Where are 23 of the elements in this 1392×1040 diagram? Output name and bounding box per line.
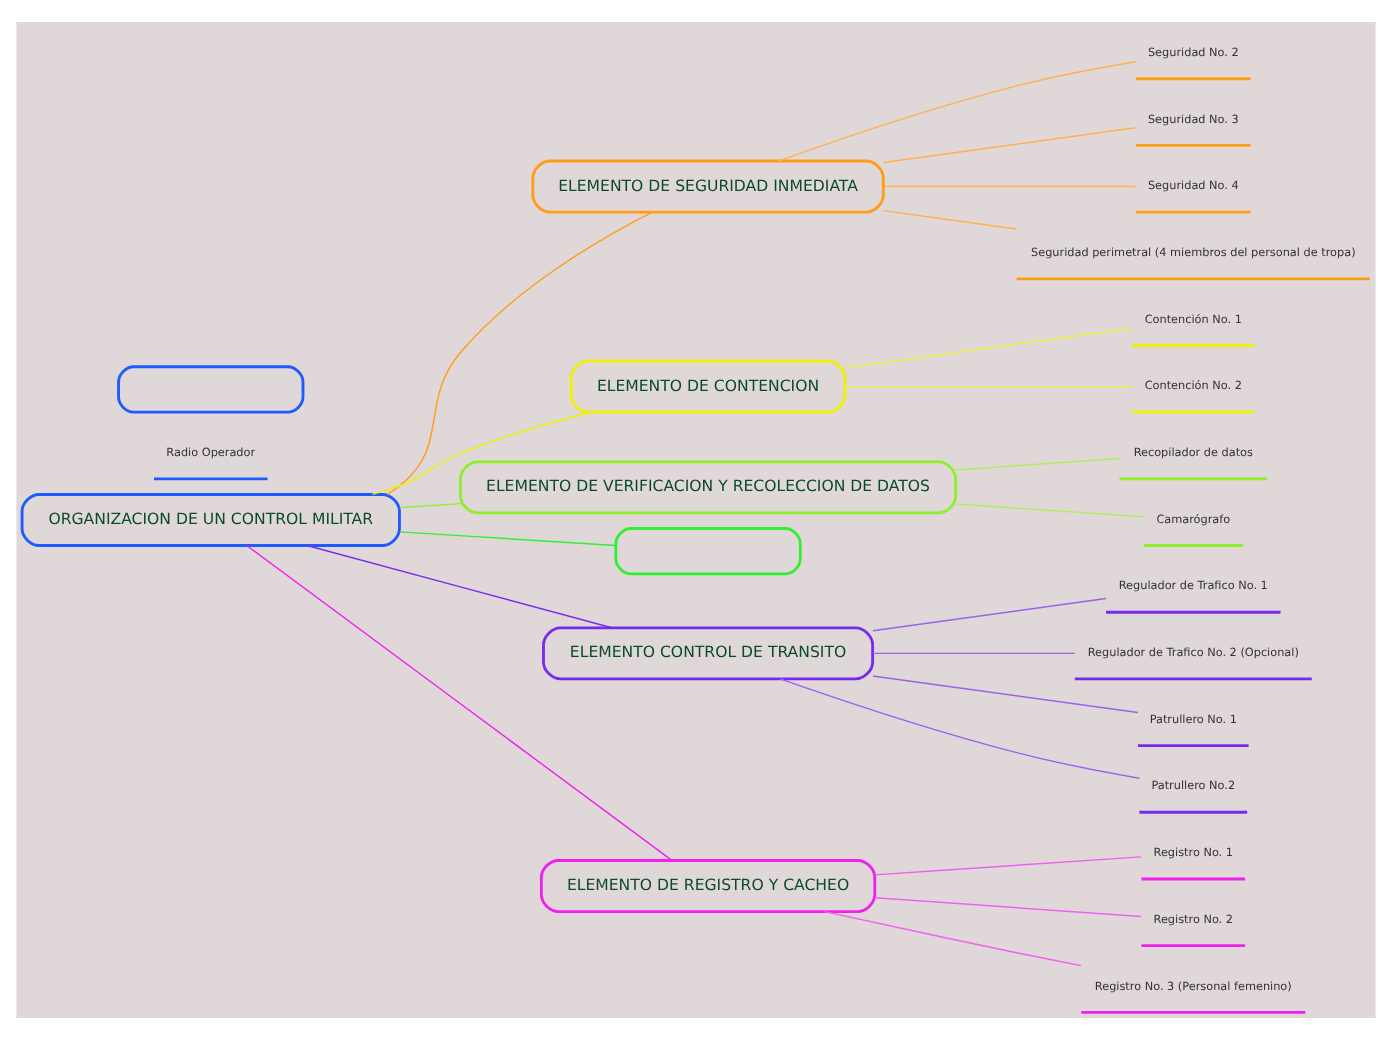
- connector: [872, 652, 1076, 655]
- node-box: [117, 365, 305, 414]
- connector: [306, 544, 613, 629]
- connector: [844, 327, 1133, 369]
- connector: [882, 185, 1137, 188]
- connector: [823, 910, 1082, 967]
- connector: [778, 61, 1137, 162]
- connector: [844, 385, 1133, 388]
- connector: [872, 597, 1107, 632]
- connector: [882, 209, 1018, 230]
- connector: [399, 531, 616, 547]
- connector: [399, 502, 462, 509]
- connector: [872, 675, 1139, 714]
- node-box: [614, 527, 802, 576]
- connector: [874, 897, 1142, 918]
- connector: [371, 411, 592, 496]
- connector: [955, 503, 1145, 518]
- connector: [246, 545, 673, 862]
- connector: [874, 856, 1142, 876]
- connector: [779, 678, 1141, 779]
- connector: [955, 457, 1120, 471]
- connector: [386, 211, 653, 496]
- connector: [882, 127, 1137, 164]
